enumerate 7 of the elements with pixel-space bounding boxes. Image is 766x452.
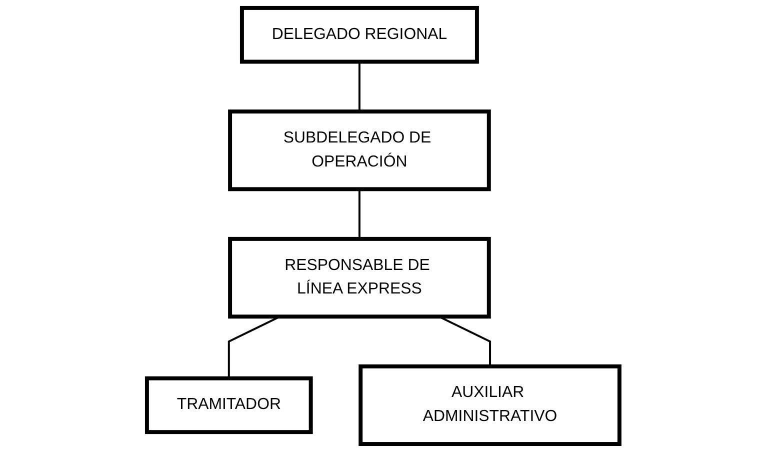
node-box: SUBDELEGADO DE OPERACIÓN [228,110,491,192]
node-box: TRAMITADOR [144,376,313,434]
node-box: AUXILIAR ADMINISTRATIVO [358,364,622,446]
node-box: RESPONSABLE DE LÍNEA EXPRESS [228,236,491,319]
connector [358,62,360,112]
connector [358,189,360,239]
node-box: DELEGADO REGIONAL [240,6,479,64]
